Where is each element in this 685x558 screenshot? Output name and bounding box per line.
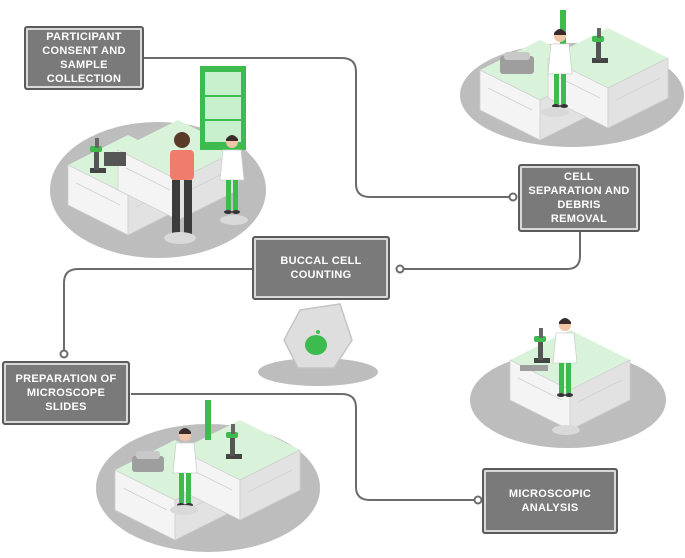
connector-lines <box>63 57 581 501</box>
connector-slides-analysis <box>131 393 478 501</box>
lab-stand-icon <box>560 10 566 45</box>
connector-dot <box>473 495 483 505</box>
step-consent: PARTICIPANT CONSENT AND SAMPLE COLLECTIO… <box>24 26 144 90</box>
step-label: CELL SEPARATION AND DEBRIS REMOVAL <box>528 171 630 225</box>
monitor-icon <box>104 152 126 166</box>
lab-scene-right <box>470 317 666 448</box>
connector-dots <box>59 192 518 505</box>
connector-dot <box>59 349 69 359</box>
step-label: MICROSCOPIC ANALYSIS <box>508 488 592 514</box>
connector-counting-slides <box>63 268 252 352</box>
nucleus-icon <box>305 335 327 355</box>
lab-stand-icon <box>205 400 211 440</box>
connector-separation-counting <box>400 231 581 270</box>
step-analysis: MICROSCOPIC ANALYSIS <box>482 468 618 534</box>
lab-scene-bottom-left <box>96 400 320 552</box>
connector-consent-separation <box>143 57 513 198</box>
step-label: BUCCAL CELL COUNTING <box>280 255 362 281</box>
connector-dot <box>508 192 518 202</box>
step-counting: BUCCAL CELL COUNTING <box>252 236 390 300</box>
step-label: PREPARATION OF MICROSCOPE SLIDES <box>15 373 117 413</box>
patient-icon <box>170 132 194 234</box>
lab-scene-top-right <box>460 10 684 147</box>
step-slides: PREPARATION OF MICROSCOPE SLIDES <box>2 361 130 425</box>
step-label: PARTICIPANT CONSENT AND SAMPLE COLLECTIO… <box>42 31 126 85</box>
buccal-cell <box>258 303 378 386</box>
step-separation: CELL SEPARATION AND DEBRIS REMOVAL <box>518 164 640 232</box>
lab-scene-left <box>50 66 266 258</box>
connector-dot <box>395 264 405 274</box>
